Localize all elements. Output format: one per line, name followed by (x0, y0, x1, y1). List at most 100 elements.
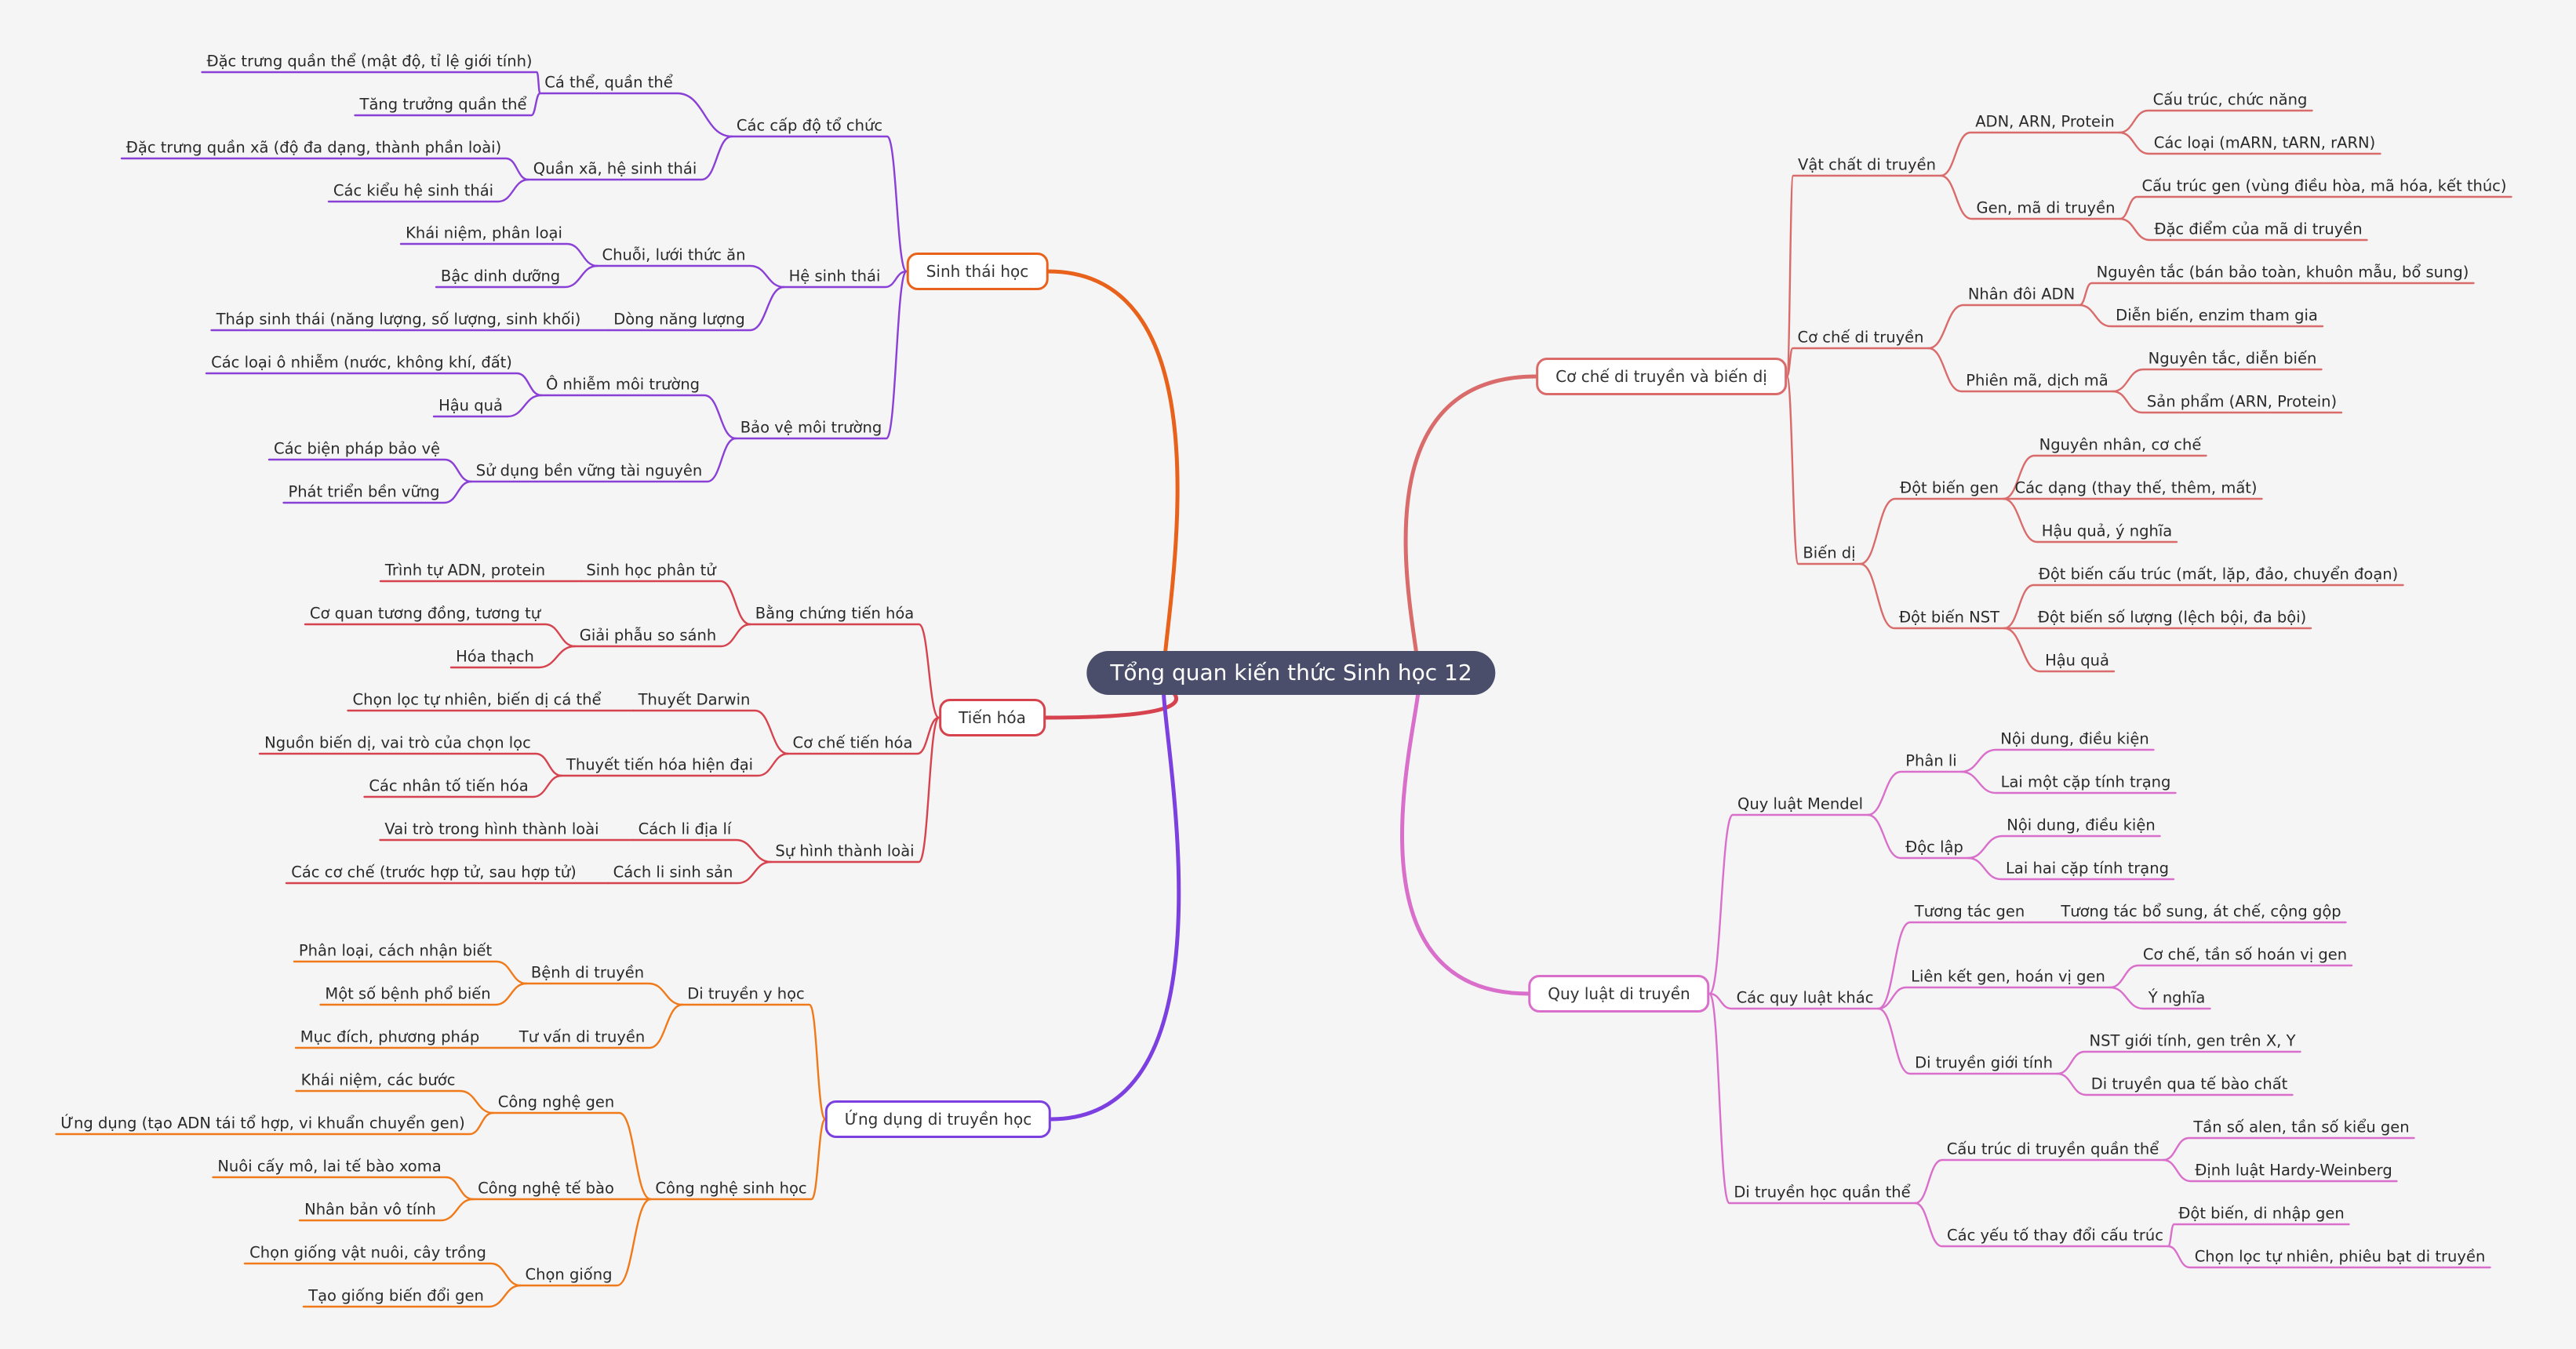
node-cc-a1a[interactable]: Cấu trúc, chức năng (2152, 90, 2308, 109)
node-st-c1a[interactable]: Các loại ô nhiễm (nước, không khí, đất) (211, 353, 512, 372)
node-cc-a2a[interactable]: Cấu trúc gen (vùng điều hòa, mã hóa, kết… (2141, 176, 2507, 195)
node-th-b2b[interactable]: Các nhân tố tiến hóa (369, 776, 529, 795)
node-ud-b2b[interactable]: Nhân bản vô tính (304, 1200, 436, 1219)
node-st-b1[interactable]: Chuỗi, lưới thức ăn (602, 245, 746, 264)
node-cc-a[interactable]: Vật chất di truyền (1798, 155, 1936, 174)
node-st-a1b[interactable]: Tăng trưởng quần thể (359, 95, 527, 114)
node-ud-a1[interactable]: Bệnh di truyền (530, 963, 645, 982)
node-ql-b3b[interactable]: Di truyền qua tế bào chất (2090, 1074, 2288, 1093)
node-cc-b[interactable]: Cơ chế di truyền (1797, 328, 1924, 347)
node-ql-c2b[interactable]: Chọn lọc tự nhiên, phiêu bạt di truyền (2194, 1247, 2486, 1266)
node-ql-b2b[interactable]: Ý nghĩa (2148, 988, 2206, 1007)
node-cc-c2a[interactable]: Đột biến cấu trúc (mất, lặp, đảo, chuyển… (2038, 565, 2399, 584)
node-st-b[interactable]: Hệ sinh thái (788, 267, 881, 285)
node-cc-b1a[interactable]: Nguyên tắc (bán bảo toàn, khuôn mẫu, bổ … (2096, 263, 2469, 282)
node-th-c2[interactable]: Cách li sinh sản (613, 863, 733, 882)
node-th-b1a[interactable]: Chọn lọc tự nhiên, biến dị cá thể (352, 690, 602, 709)
node-st-a[interactable]: Các cấp độ tổ chức (736, 116, 883, 135)
node-ud-a[interactable]: Di truyền y học (687, 984, 805, 1003)
node-ud-b1b[interactable]: Ứng dụng (tạo ADN tái tổ hợp, vi khuẩn c… (60, 1114, 465, 1133)
node-cc-c2c[interactable]: Hậu quả (2045, 651, 2109, 670)
root-topic[interactable]: Tổng quan kiến thức Sinh học 12 (1086, 651, 1496, 695)
branch-sinh-thai-hoc[interactable]: Sinh thái học (906, 253, 1049, 290)
node-cc-b2[interactable]: Phiên mã, dịch mã (1966, 371, 2108, 390)
node-cc-c1[interactable]: Đột biến gen (1900, 478, 1999, 497)
node-ud-b2a[interactable]: Nuôi cấy mô, lai tế bào xoma (217, 1157, 442, 1176)
node-st-b1b[interactable]: Bậc dinh dưỡng (440, 267, 561, 285)
node-th-a2b[interactable]: Hóa thạch (456, 647, 534, 666)
node-ud-b1[interactable]: Công nghệ gen (497, 1093, 615, 1111)
node-st-c2b[interactable]: Phát triển bền vững (288, 482, 440, 501)
node-st-b2[interactable]: Dòng năng lượng (613, 310, 745, 329)
node-st-a1[interactable]: Cá thể, quần thể (544, 73, 673, 92)
node-ud-b[interactable]: Công nghệ sinh học (655, 1179, 807, 1198)
node-ql-c2[interactable]: Các yếu tố thay đổi cấu trúc (1947, 1226, 2163, 1245)
node-ud-b3b[interactable]: Tạo giống biến đổi gen (308, 1286, 484, 1305)
node-cc-c2[interactable]: Đột biến NST (1898, 608, 2000, 627)
node-cc-b2b[interactable]: Sản phẩm (ARN, Protein) (2146, 392, 2338, 411)
node-th-b2[interactable]: Thuyết tiến hóa hiện đại (566, 755, 754, 774)
node-th-b[interactable]: Cơ chế tiến hóa (792, 733, 913, 752)
node-cc-b2a[interactable]: Nguyên tắc, diễn biến (2148, 349, 2317, 368)
node-cc-c1a[interactable]: Nguyên nhân, cơ chế (2039, 435, 2202, 454)
node-th-a2[interactable]: Giải phẫu so sánh (579, 626, 717, 645)
node-ql-a1b[interactable]: Lai một cặp tính trạng (2000, 773, 2171, 791)
node-st-c1b[interactable]: Hậu quả (438, 396, 503, 415)
node-ud-b3[interactable]: Chọn giống (525, 1265, 613, 1284)
node-ql-b1a[interactable]: Tương tác bổ sung, át chế, cộng gộp (2061, 902, 2341, 921)
node-th-b1[interactable]: Thuyết Darwin (638, 690, 751, 709)
node-th-a[interactable]: Bằng chứng tiến hóa (755, 604, 915, 623)
node-ql-a[interactable]: Quy luật Mendel (1737, 794, 1863, 813)
node-th-c1a[interactable]: Vai trò trong hình thành loài (384, 820, 599, 838)
node-th-b2a[interactable]: Nguồn biến dị, vai trò của chọn lọc (264, 733, 531, 752)
node-st-b1a[interactable]: Khái niệm, phân loại (406, 224, 562, 242)
node-ud-b2[interactable]: Công nghệ tế bào (478, 1179, 614, 1198)
node-cc-b1b[interactable]: Diễn biến, enzim tham gia (2116, 306, 2318, 325)
node-ql-a2[interactable]: Độc lập (1905, 838, 1963, 856)
node-ud-b1a[interactable]: Khái niệm, các bước (300, 1071, 456, 1089)
node-ql-c1[interactable]: Cấu trúc di truyền quần thể (1946, 1140, 2159, 1158)
node-th-c[interactable]: Sự hình thành loài (775, 842, 915, 860)
node-cc-c[interactable]: Biến dị (1803, 544, 1856, 562)
node-ql-c2a[interactable]: Đột biến, di nhập gen (2178, 1204, 2345, 1223)
node-st-a2[interactable]: Quần xã, hệ sinh thái (533, 159, 697, 178)
branch-co-che-di-truyen-va-bien-di[interactable]: Cơ chế di truyền và biến dị (1536, 358, 1787, 395)
node-th-a1a[interactable]: Trình tự ADN, protein (384, 561, 546, 580)
node-st-b2a[interactable]: Tháp sinh thái (năng lượng, số lượng, si… (216, 310, 581, 329)
branch-ung-dung-di-truyen-hoc[interactable]: Ứng dụng di truyền học (824, 1100, 1052, 1138)
node-ud-b3a[interactable]: Chọn giống vật nuôi, cây trồng (249, 1243, 486, 1262)
node-ql-c[interactable]: Di truyền học quần thể (1734, 1183, 1911, 1202)
node-st-a2a[interactable]: Đặc trưng quần xã (độ đa dạng, thành phầ… (126, 138, 502, 157)
node-ql-b[interactable]: Các quy luật khác (1736, 988, 1874, 1007)
node-ql-b2[interactable]: Liên kết gen, hoán vị gen (1911, 967, 2105, 986)
node-st-c2[interactable]: Sử dụng bền vững tài nguyên (475, 461, 703, 480)
node-ud-a2[interactable]: Tư vấn di truyền (518, 1027, 646, 1046)
node-cc-c2b[interactable]: Đột biến số lượng (lệch bội, đa bội) (2037, 608, 2307, 627)
node-th-a1[interactable]: Sinh học phân tử (586, 561, 716, 580)
node-th-a2a[interactable]: Cơ quan tương đồng, tương tự (309, 604, 541, 623)
branch-quy-luat-di-truyen[interactable]: Quy luật di truyền (1528, 975, 1710, 1013)
branch-tien-hoa[interactable]: Tiến hóa (939, 699, 1046, 736)
node-st-a1a[interactable]: Đặc trưng quần thể (mật độ, tỉ lệ giới t… (206, 52, 533, 71)
node-ql-c1b[interactable]: Định luật Hardy-Weinberg (2195, 1161, 2392, 1180)
node-ql-b3a[interactable]: NST giới tính, gen trên X, Y (2089, 1031, 2296, 1050)
node-th-c2a[interactable]: Các cơ chế (trước hợp tử, sau hợp tử) (291, 863, 577, 882)
node-cc-c1b[interactable]: Các dạng (thay thế, thêm, mất) (2014, 478, 2258, 497)
node-cc-c1c[interactable]: Hậu quả, ý nghĩa (2041, 522, 2173, 540)
node-th-c1[interactable]: Cách li địa lí (638, 820, 732, 838)
node-st-a2b[interactable]: Các kiểu hệ sinh thái (333, 181, 494, 200)
node-ql-a1a[interactable]: Nội dung, điều kiện (2000, 729, 2149, 748)
node-ud-a1a[interactable]: Phân loại, cách nhận biết (298, 941, 493, 960)
node-ud-a2a[interactable]: Mục đích, phương pháp (300, 1027, 480, 1046)
node-ud-a1b[interactable]: Một số bệnh phổ biến (325, 984, 491, 1003)
node-st-c1[interactable]: Ô nhiễm môi trường (545, 375, 700, 394)
node-ql-b2a[interactable]: Cơ chế, tần số hoán vị gen (2142, 945, 2348, 964)
node-st-c2a[interactable]: Các biện pháp bảo vệ (273, 439, 441, 458)
node-ql-a2b[interactable]: Lai hai cặp tính trạng (2006, 859, 2169, 878)
node-ql-b3[interactable]: Di truyền giới tính (1915, 1053, 2053, 1072)
node-ql-a2a[interactable]: Nội dung, điều kiện (2007, 816, 2156, 834)
node-cc-a1[interactable]: ADN, ARN, Protein (1975, 112, 2115, 131)
node-st-c[interactable]: Bảo vệ môi trường (740, 418, 882, 437)
node-ql-a1[interactable]: Phân li (1905, 751, 1957, 770)
node-cc-a2[interactable]: Gen, mã di truyền (1976, 198, 2116, 217)
